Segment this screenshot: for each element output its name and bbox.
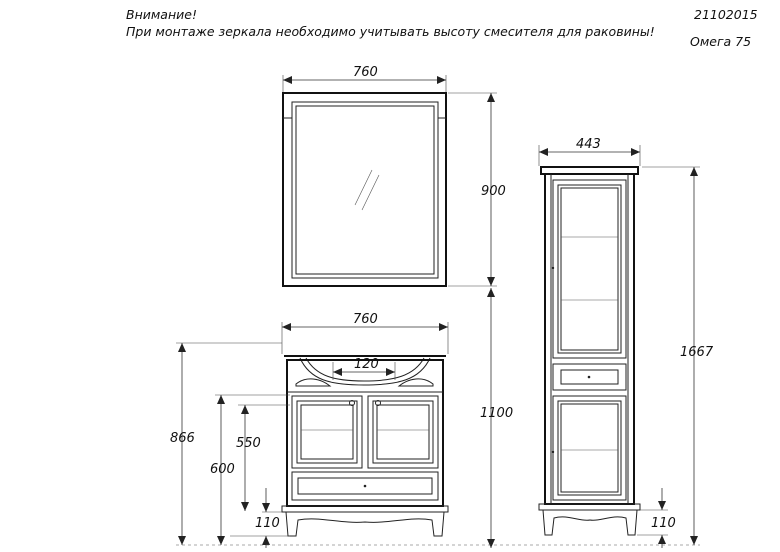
faucet-height-dimension: 550 <box>236 404 290 511</box>
cabinet-width-dimension: 443 <box>538 137 641 166</box>
model-name: Омега 75 <box>690 34 752 49</box>
cabinet-height-dimension: 1667 <box>642 166 714 545</box>
counter-height-label: 600 <box>210 462 235 477</box>
vanity-leg-dimension: 110 <box>230 488 290 548</box>
warning-title-text: Внимание! <box>126 7 197 22</box>
mirror-width-dimension: 760 <box>282 65 447 92</box>
counter-height-dimension: 600 <box>210 394 290 545</box>
vanity-width-label: 760 <box>353 312 378 327</box>
cabinet-height-label: 1667 <box>680 345 714 360</box>
vanity-width-dimension: 760 <box>281 312 449 354</box>
mirror-mount-dimension: 1100 <box>480 288 513 548</box>
document-code: 21102015 <box>694 7 758 22</box>
vanity-leg-label: 110 <box>255 516 280 531</box>
cabinet-width-label: 443 <box>576 137 601 152</box>
sink-dimension: 120 <box>332 357 396 380</box>
cabinet-leg-dimension: 110 <box>637 488 676 548</box>
vanity-height-dimension: 866 <box>170 342 282 545</box>
tall-cabinet <box>538 166 641 536</box>
cabinet-leg-label: 110 <box>651 516 676 531</box>
mirror-height-label: 900 <box>481 184 506 199</box>
vanity-height-label: 866 <box>170 431 195 446</box>
faucet-height-label: 550 <box>236 436 261 451</box>
mirror-mount-label: 1100 <box>480 406 513 421</box>
mirror-height-dimension: 900 <box>448 92 506 287</box>
sink-dimension-label: 120 <box>354 357 379 372</box>
mirror <box>282 92 447 287</box>
vanity <box>281 355 449 537</box>
mirror-width-label: 760 <box>353 65 378 80</box>
warning-text: При монтаже зеркала необходимо учитывать… <box>126 24 655 39</box>
